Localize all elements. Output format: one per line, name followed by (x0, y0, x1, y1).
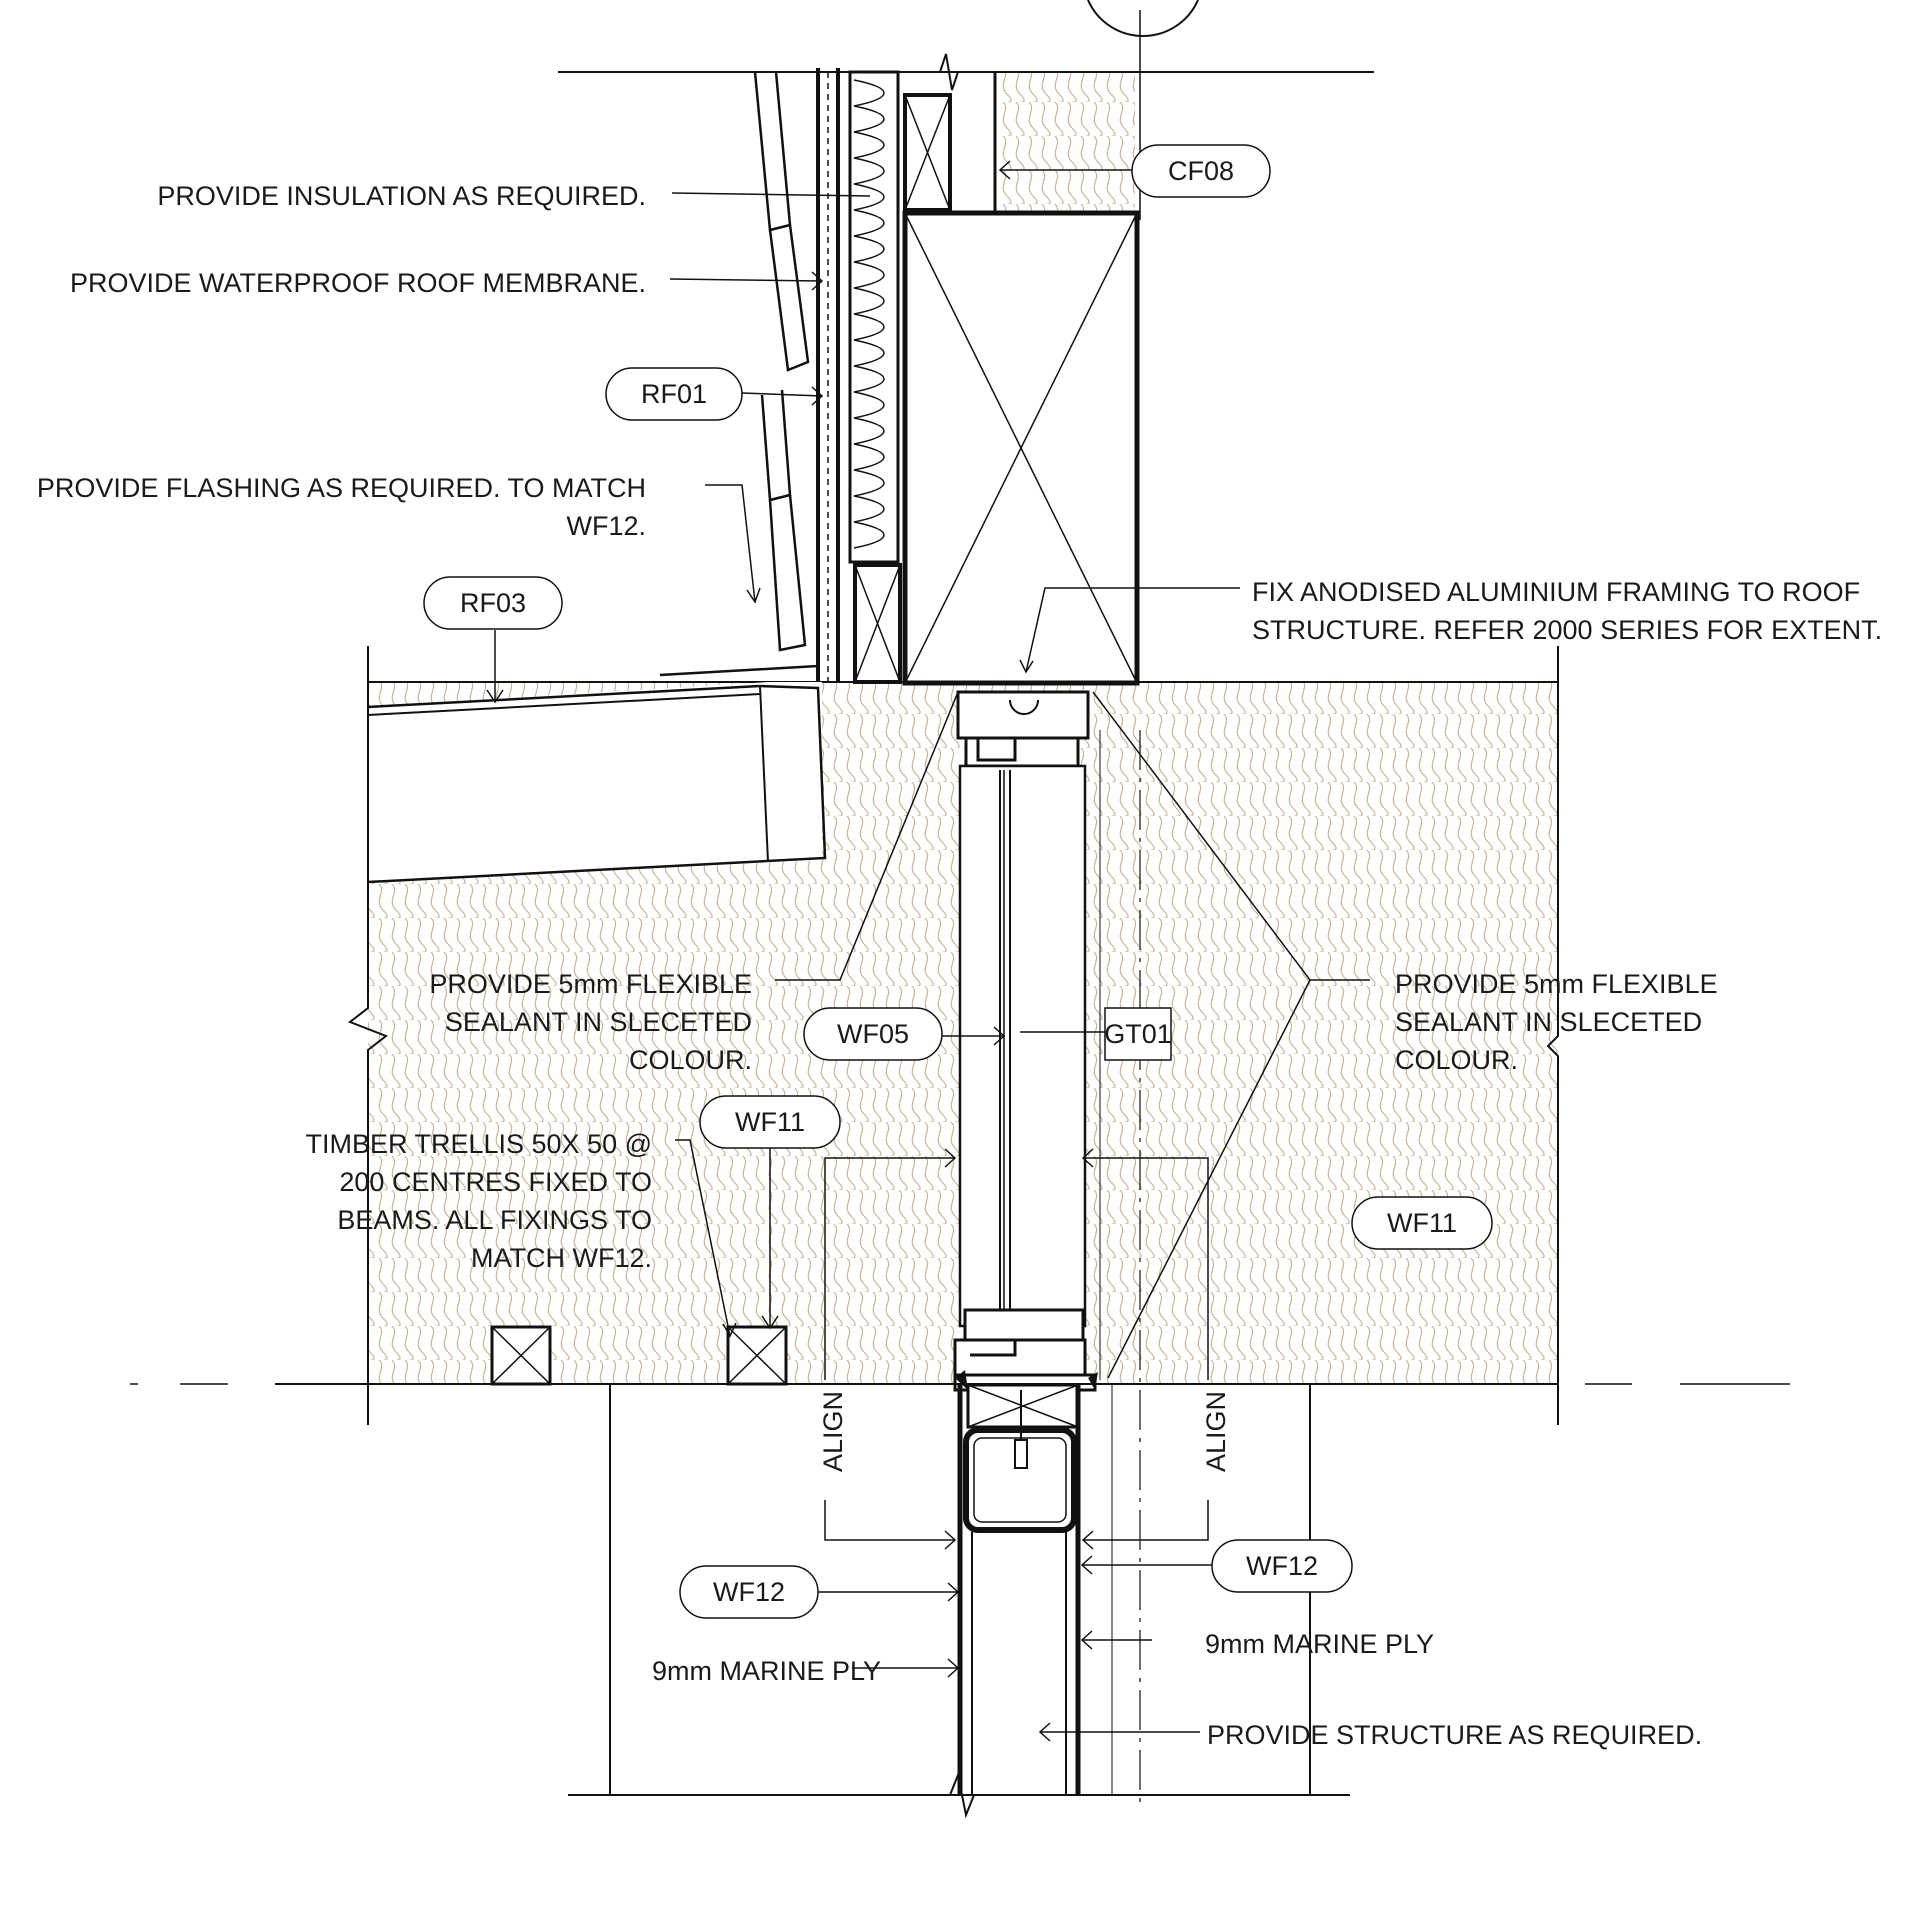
note-trellis-line2: 200 CENTRES FIXED TO (339, 1167, 652, 1197)
parapet-assembly (753, 68, 1140, 686)
note-trellis-line3: BEAMS. ALL FIXINGS TO (337, 1205, 652, 1235)
leader-lines (486, 160, 1370, 1742)
note-sealant-left-line2: SEALANT IN SLECETED (445, 1007, 752, 1037)
tag-wf11-right-label: WF11 (1387, 1208, 1457, 1238)
note-membrane: PROVIDE WATERPROOF ROOF MEMBRANE. (70, 268, 646, 298)
note-trellis-line4: MATCH WF12. (471, 1243, 652, 1273)
left-wall-break (347, 646, 389, 1425)
roof-eave (367, 664, 1558, 884)
tag-rf03-label: RF03 (460, 588, 526, 618)
note-ply-left: 9mm MARINE PLY (652, 1656, 881, 1686)
top-break-mark (939, 53, 959, 91)
reference-bubble (1087, 0, 1199, 38)
trellis-timber-right (726, 1325, 788, 1386)
note-flashing-line1: PROVIDE FLASHING AS REQUIRED. TO MATCH (37, 473, 646, 503)
note-sealant-right-line3: COLOUR. (1395, 1045, 1518, 1075)
tag-gt01-label: GT01 (1104, 1019, 1172, 1049)
lower-wall-structure (568, 1383, 1350, 1819)
tag-wf12-left[interactable]: WF12 (679, 1565, 819, 1619)
window-frame-assembly (953, 690, 1098, 1392)
note-structure: PROVIDE STRUCTURE AS REQUIRED. (1207, 1720, 1702, 1750)
trellis-timber-left (490, 1325, 552, 1386)
note-align-right: ALIGN (1201, 1391, 1231, 1472)
right-wall-edge (1546, 646, 1559, 1425)
note-sealant-right-line2: SEALANT IN SLECETED (1395, 1007, 1702, 1037)
note-flashing-line2: WF12. (566, 511, 646, 541)
note-align-left: ALIGN (818, 1391, 848, 1472)
note-framing-line1: FIX ANODISED ALUMINIUM FRAMING TO ROOF (1252, 577, 1860, 607)
tag-wf12-right-label: WF12 (1246, 1551, 1318, 1581)
tag-wf05-label: WF05 (837, 1019, 909, 1049)
note-framing-line2: STRUCTURE. REFER 2000 SERIES FOR EXTENT. (1252, 615, 1882, 645)
tag-cf08-label: CF08 (1168, 156, 1234, 186)
tag-wf11-left-label: WF11 (735, 1107, 805, 1137)
tag-gt01[interactable]: GT01 (1104, 1007, 1172, 1061)
tag-rf03[interactable]: RF03 (423, 576, 563, 630)
note-sealant-left-line3: COLOUR. (629, 1045, 752, 1075)
note-sealant-right-line1: PROVIDE 5mm FLEXIBLE (1395, 969, 1718, 999)
tag-wf05[interactable]: WF05 (803, 1007, 943, 1061)
note-trellis-line1: TIMBER TRELLIS 50X 50 @ (305, 1129, 652, 1159)
tag-wf11-left[interactable]: WF11 (699, 1095, 841, 1149)
note-insulation: PROVIDE INSULATION AS REQUIRED. (157, 181, 646, 211)
tag-wf12-right[interactable]: WF12 (1211, 1539, 1353, 1593)
tag-rf01-label: RF01 (641, 379, 707, 409)
tag-wf11-right[interactable]: WF11 (1351, 1196, 1493, 1250)
tag-rf01[interactable]: RF01 (605, 367, 743, 421)
tag-cf08[interactable]: CF08 (1131, 144, 1271, 198)
tag-wf12-left-label: WF12 (713, 1577, 785, 1607)
note-sealant-left-line1: PROVIDE 5mm FLEXIBLE (429, 969, 752, 999)
note-ply-right: 9mm MARINE PLY (1205, 1629, 1434, 1659)
